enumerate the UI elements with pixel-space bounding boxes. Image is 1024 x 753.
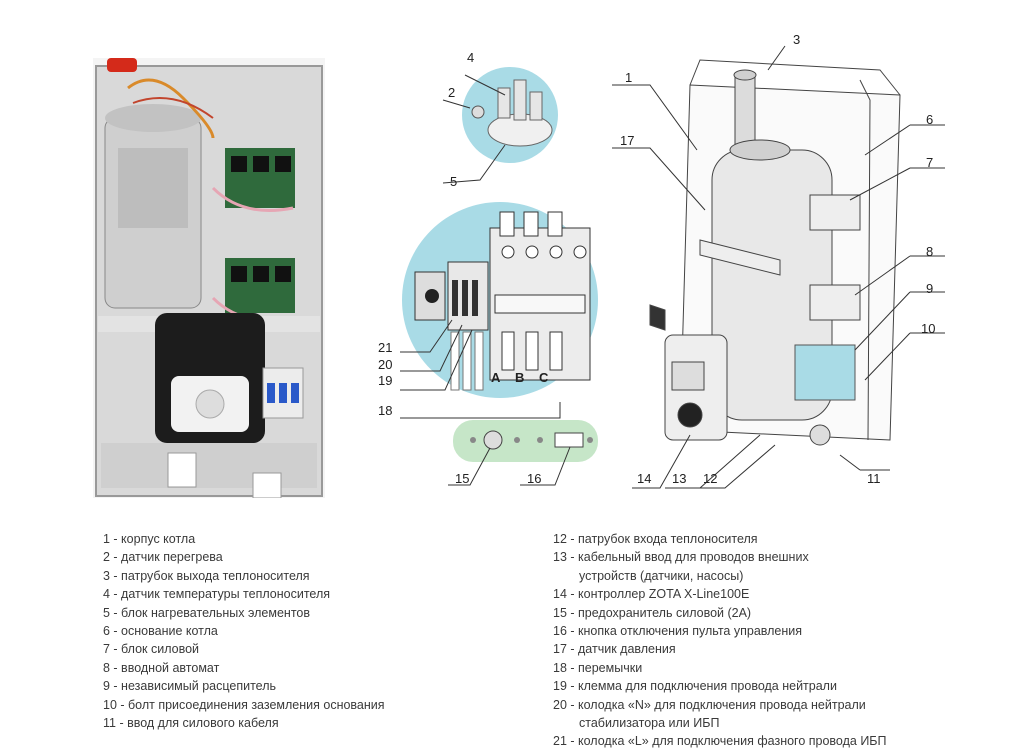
callout-20: 20 (378, 357, 392, 372)
terminal-b-label: B (515, 370, 524, 385)
callout-15: 15 (455, 471, 469, 486)
callout-5: 5 (450, 174, 457, 189)
callout-1: 1 (625, 70, 632, 85)
legend-item: 7 - блок силовой (103, 642, 200, 657)
legend-item: 9 - независимый расцепитель (103, 679, 277, 694)
boiler-photo (93, 58, 325, 498)
legend-item: 6 - основание котла (103, 624, 218, 639)
legend-left: 1 - корпус котла 2 - датчик перегрева 3 … (103, 530, 385, 732)
legend-item: 18 - перемычки (553, 660, 643, 675)
legend-item: 3 - патрубок выхода теплоносителя (103, 568, 310, 583)
terminal-c-label: C (539, 370, 549, 385)
legend-item: 14 - контроллер ZOTA X-Line100E (553, 587, 750, 602)
legend-item: 13 - кабельный ввод для проводов внешних (553, 550, 809, 565)
legend-item: 17 - датчик давления (553, 642, 676, 657)
legend-item: 10 - болт присоединения заземления основ… (103, 697, 385, 712)
callout-16: 16 (527, 471, 541, 486)
legend-item: 11 - ввод для силового кабеля (103, 716, 279, 731)
callout-14: 14 (637, 471, 651, 486)
legend-item: 5 - блок нагревательных элементов (103, 605, 310, 620)
legend-item: 8 - вводной автомат (103, 660, 220, 675)
callout-7: 7 (926, 155, 933, 170)
legend-item: 4 - датчик температуры теплоносителя (103, 587, 331, 602)
legend-item-continuation: устройств (датчики, насосы) (579, 568, 744, 583)
callout-17: 17 (620, 133, 634, 148)
legend-item: 21 - колодка «L» для подключения фазного… (553, 734, 887, 749)
callout-13: 13 (672, 471, 686, 486)
legend-item: 15 - предохранитель силовой (2А) (553, 605, 752, 620)
callout-11: 11 (867, 471, 881, 486)
legend-item: 2 - датчик перегрева (103, 550, 223, 565)
callout-21: 21 (378, 340, 392, 355)
legend-item: 12 - патрубок входа теплоносителя (553, 532, 758, 546)
legend-item: 20 - колодка «N» для подключения провода… (553, 697, 866, 712)
overheat-button (107, 58, 137, 72)
callout-6: 6 (926, 112, 933, 127)
callout-2: 2 (448, 85, 455, 100)
terminal-block-detail: A B C (402, 202, 598, 398)
legend-item: 1 - корпус котла (103, 532, 196, 546)
boiler-cutaway (649, 59, 901, 446)
boiler-diagram: A B C (378, 32, 945, 489)
callout-4: 4 (467, 50, 474, 65)
legend-right: 12 - патрубок входа теплоносителя 13 - к… (553, 530, 887, 751)
callout-10: 10 (921, 321, 935, 336)
sensor-assembly-detail (462, 67, 558, 163)
callout-8: 8 (926, 244, 933, 259)
callout-18: 18 (378, 403, 392, 418)
fuse-panel-detail (453, 420, 598, 462)
callout-12: 12 (703, 471, 717, 486)
callout-19: 19 (378, 373, 392, 388)
callout-9: 9 (926, 281, 933, 296)
legend-item-continuation: стабилизатора или ИБП (579, 716, 720, 731)
callout-3: 3 (793, 32, 800, 47)
legend-item: 16 - кнопка отключения пульта управления (553, 624, 803, 639)
legend-item: 19 - клемма для подключения провода нейт… (553, 679, 837, 694)
terminal-a-label: A (491, 370, 501, 385)
